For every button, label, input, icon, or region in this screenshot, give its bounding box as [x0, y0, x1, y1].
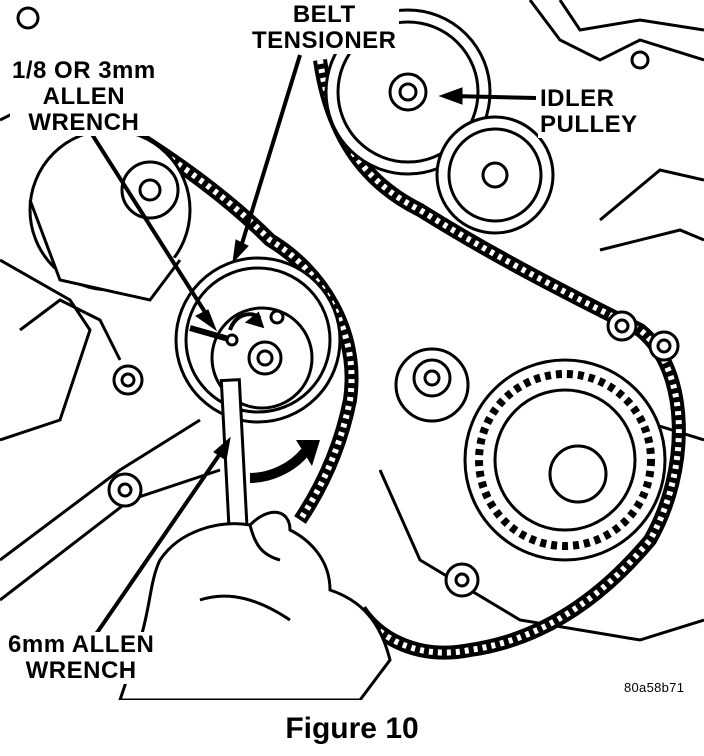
- small-allen-wrench-label-line2: ALLEN: [42, 83, 126, 110]
- center-bolt: [394, 347, 470, 423]
- belt-tensioner-label: BELT TENSIONER: [250, 2, 399, 54]
- small-allen-wrench-label-line3: WRENCH: [28, 109, 140, 136]
- idler-pulley-label-line2: PULLEY: [540, 111, 638, 138]
- crankshaft-sprocket: [463, 358, 667, 562]
- bolts: [16, 6, 680, 598]
- idler-pulley-label-line1: IDLER: [540, 85, 615, 112]
- figure-caption: Figure 10: [285, 712, 419, 745]
- large-allen-wrench-label-line1: 6mm ALLEN: [8, 631, 155, 658]
- idler-pulley-label: IDLER PULLEY: [538, 86, 640, 138]
- upper-pulley: [435, 115, 555, 235]
- leader-lines: [86, 54, 537, 642]
- figure-id: 80a58b71: [624, 680, 685, 695]
- belt-tensioner-label-line1: BELT: [292, 1, 356, 28]
- small-allen-wrench-label: 1/8 OR 3mm ALLEN WRENCH: [10, 58, 158, 136]
- large-allen-wrench-label: 6mm ALLEN WRENCH: [6, 631, 157, 684]
- belt-tensioner-label-line2: TENSIONER: [252, 27, 397, 54]
- large-allen-wrench-label-line2: WRENCH: [25, 657, 137, 684]
- rotation-arrow: [249, 440, 320, 483]
- small-allen-wrench-label-line1: 1/8 OR 3mm: [12, 57, 156, 84]
- timing-belt-diagram: [0, 0, 704, 700]
- small-allen-wrench: [189, 325, 239, 347]
- belt-tensioner: [174, 256, 342, 424]
- left-bracket-pulley: [28, 128, 192, 302]
